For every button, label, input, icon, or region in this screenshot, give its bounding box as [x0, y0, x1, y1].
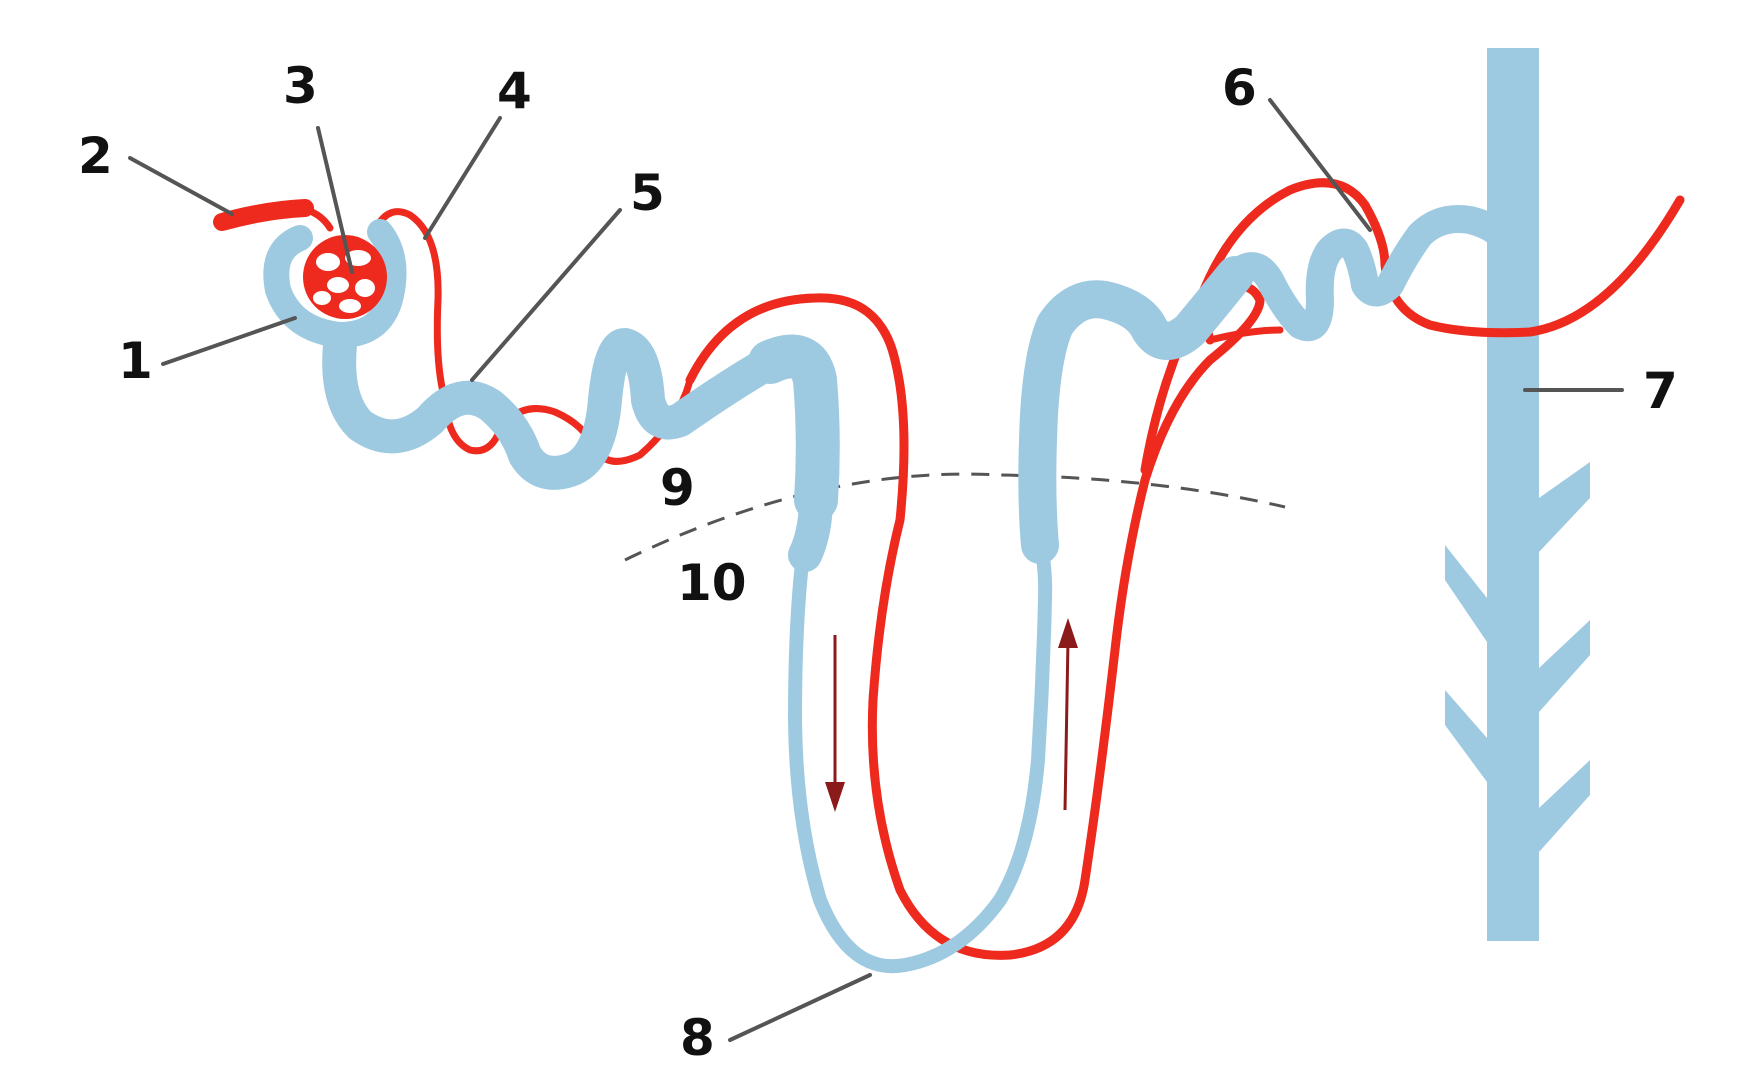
duct-branch: [1445, 545, 1487, 642]
ascending-flow-arrow-shaft: [1063, 639, 1070, 811]
proximal-convoluted-tubule: [322, 328, 787, 490]
duct-branch: [1539, 620, 1590, 712]
leader-line-5: [470, 208, 622, 382]
peritubular-capillary-3: [1206, 326, 1284, 344]
leader-line-6: [1268, 98, 1372, 232]
efferent-arteriole: [374, 208, 449, 404]
label-3: 3: [283, 57, 318, 115]
collecting-duct-trunk: [1487, 48, 1539, 941]
distal-convoluted-tubule: [1221, 205, 1514, 342]
vasa-recta: [685, 282, 1265, 960]
duct-branch: [1445, 690, 1487, 782]
collecting-duct: [1445, 48, 1590, 941]
number-labels: 1 2 3 4 5 6 7 8 9 10: [78, 57, 1678, 1067]
label-4: 4: [497, 62, 532, 120]
glomerulus: [303, 235, 387, 319]
descending-flow-arrowhead: [825, 782, 845, 812]
leader-line-1: [161, 316, 297, 366]
label-5: 5: [630, 164, 665, 222]
thick-ascending-limb: [1018, 256, 1254, 564]
label-2: 2: [78, 127, 113, 185]
descending-thick-taper: [788, 473, 834, 572]
descending-limb: [788, 538, 1053, 974]
glomerulus-gap: [313, 291, 331, 305]
leader-line-4: [423, 116, 502, 240]
glomerulus-gap: [327, 277, 349, 293]
duct-branch: [1539, 462, 1590, 552]
proximal-straight-tubule: [748, 334, 840, 522]
label-10: 10: [677, 554, 747, 612]
glomerulus-gap: [355, 279, 375, 297]
glomerulus-gap: [339, 299, 361, 313]
leader-line-8: [728, 973, 872, 1042]
label-9: 9: [660, 459, 695, 517]
afferent-arteriole: [213, 199, 314, 231]
renal-tubule: [263, 205, 1514, 974]
flow-arrows: [825, 618, 1078, 812]
label-1: 1: [118, 332, 153, 390]
afferent-arteriole-inner: [296, 204, 334, 232]
peritubular-capillary-1: [441, 376, 694, 465]
glomerulus-gap: [316, 253, 340, 271]
label-6: 6: [1222, 59, 1257, 117]
label-7: 7: [1643, 362, 1678, 420]
label-8: 8: [680, 1009, 715, 1067]
leader-line-2: [128, 156, 234, 216]
duct-branch: [1539, 760, 1590, 852]
ascending-flow-arrowhead: [1058, 618, 1078, 648]
leader-line-3: [316, 126, 354, 274]
cortex-medulla-boundary: [624, 472, 1286, 562]
leader-lines: [128, 98, 1624, 1042]
